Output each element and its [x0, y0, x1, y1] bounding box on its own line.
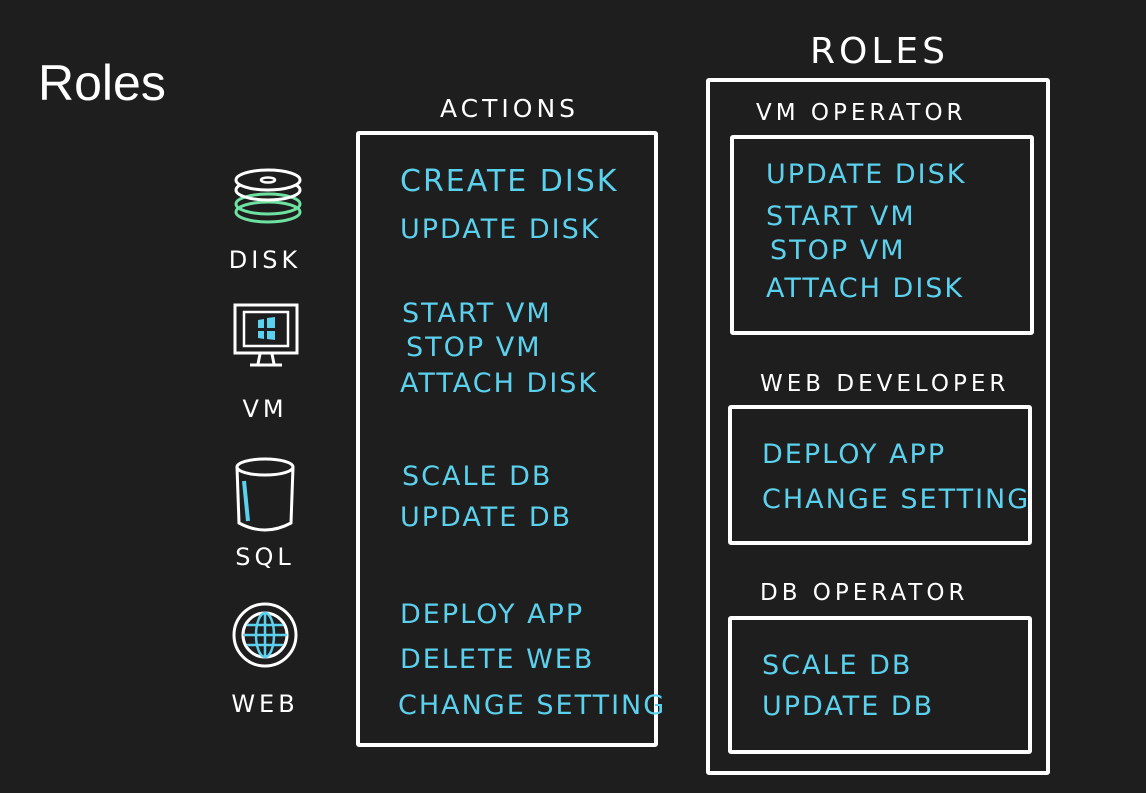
role-permission: UPDATE DISK — [766, 159, 967, 190]
role-name-db-operator: DB OPERATOR — [760, 580, 969, 606]
action-item: DEPLOY APP — [400, 599, 585, 630]
action-item: SCALE DB — [402, 461, 553, 492]
role-box-web-developer: DEPLOY APP CHANGE SETTING — [728, 405, 1032, 545]
roles-box: VM OPERATOR UPDATE DISK START VM STOP VM… — [706, 78, 1050, 775]
role-permission: DEPLOY APP — [762, 439, 947, 470]
actions-heading: ACTIONS — [440, 94, 580, 123]
action-item: CHANGE SETTING — [398, 690, 667, 721]
resource-label-vm: VM — [242, 395, 288, 423]
vm-monitor-icon — [233, 303, 299, 367]
role-permission: START VM — [766, 201, 916, 232]
action-item: DELETE WEB — [400, 644, 595, 675]
page-title: Roles — [38, 55, 166, 111]
action-item: UPDATE DISK — [400, 214, 601, 245]
role-box-vm-operator: UPDATE DISK START VM STOP VM ATTACH DISK — [730, 135, 1034, 335]
disk-icon — [234, 168, 302, 224]
action-item: CREATE DISK — [400, 164, 619, 199]
resource-icons-column: DISK VM SQL WEB — [205, 150, 325, 730]
role-permission: STOP VM — [770, 235, 906, 266]
role-box-db-operator: SCALE DB UPDATE DB — [728, 616, 1032, 754]
role-permission: CHANGE SETTING — [762, 484, 1031, 515]
resource-label-sql: SQL — [235, 543, 295, 571]
role-permission: UPDATE DB — [762, 691, 935, 722]
role-name-vm-operator: VM OPERATOR — [756, 100, 967, 126]
role-name-web-developer: WEB DEVELOPER — [760, 371, 1010, 397]
action-item: START VM — [402, 298, 552, 329]
action-item: STOP VM — [406, 332, 542, 363]
web-globe-icon — [232, 602, 298, 668]
action-item: UPDATE DB — [400, 502, 573, 533]
resource-label-web: WEB — [231, 690, 299, 718]
role-permission: SCALE DB — [762, 650, 913, 681]
action-item: ATTACH DISK — [400, 368, 599, 399]
actions-box: CREATE DISK UPDATE DISK START VM STOP VM… — [356, 131, 664, 747]
resource-label-disk: DISK — [228, 246, 302, 274]
sql-database-icon — [235, 457, 295, 532]
role-permission: ATTACH DISK — [766, 273, 965, 304]
roles-heading: ROLES — [810, 31, 950, 72]
